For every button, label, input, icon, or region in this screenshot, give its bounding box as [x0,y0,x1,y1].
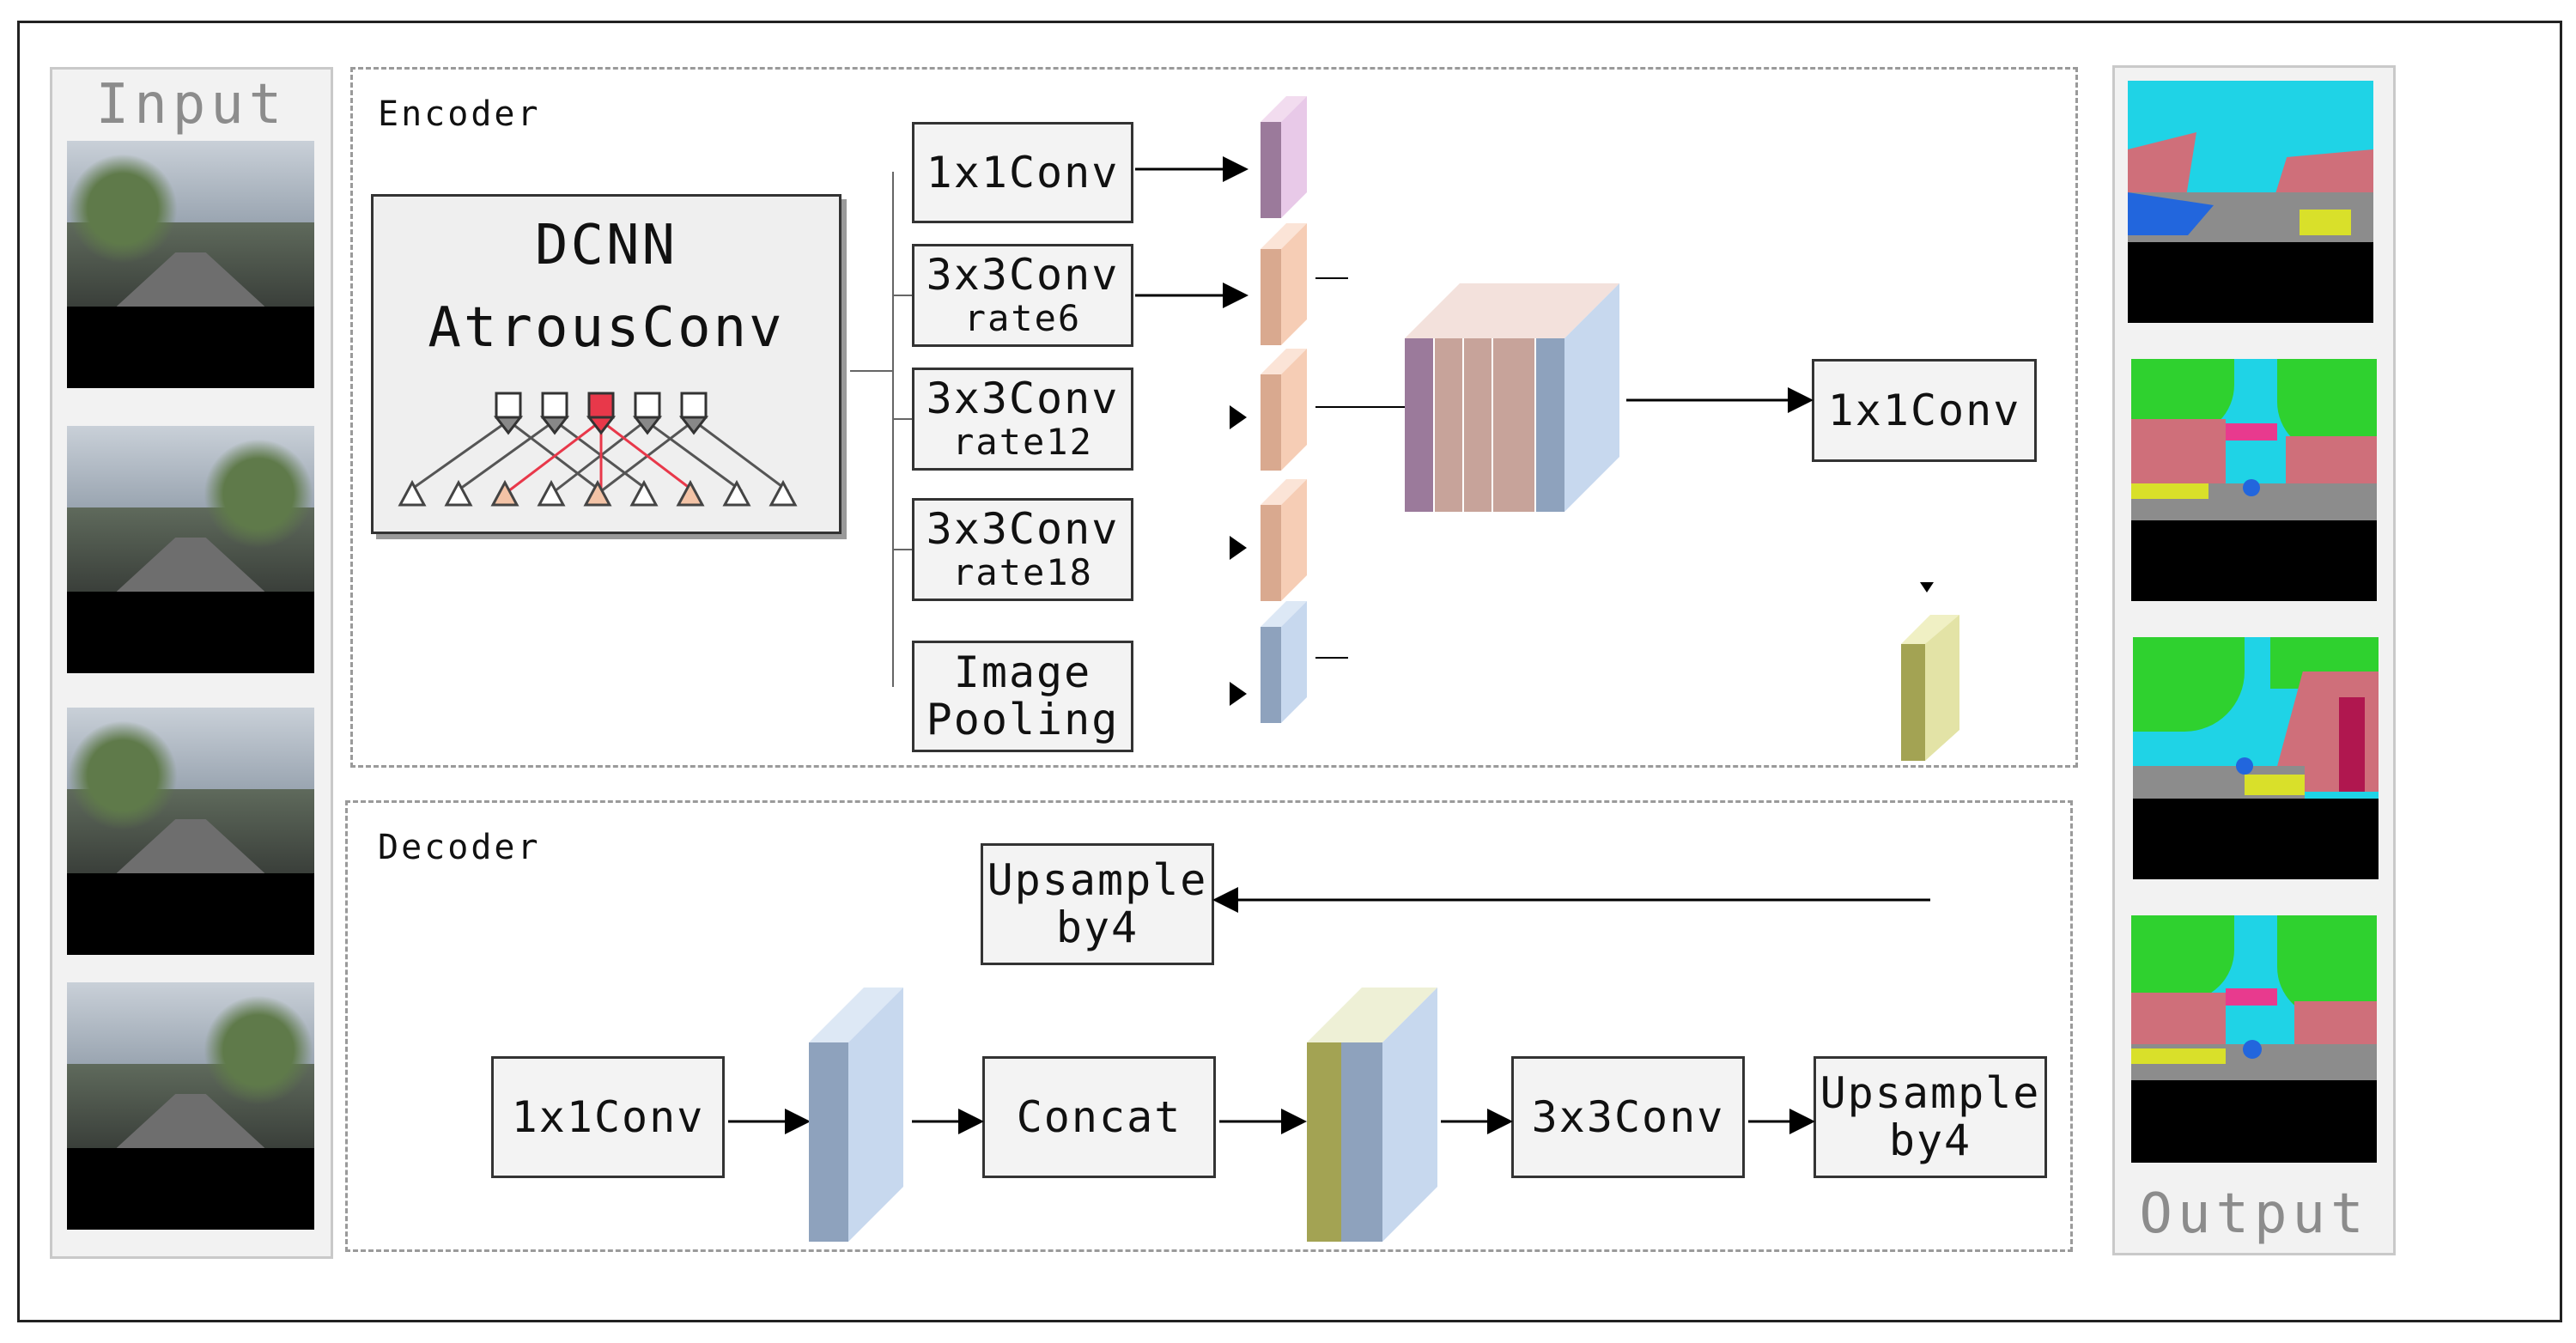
low-level-feature-block [809,988,903,1242]
encoder-label: Encoder [378,94,541,134]
atrous-input-nodes [398,479,798,507]
branch-rate18-label: rate18 [952,551,1093,594]
branch-rate12-label: rate12 [952,421,1093,464]
encoder-region [350,67,2078,768]
concat-label: Concat [1016,1091,1182,1142]
branch-feature-map-1x1 [1261,96,1307,218]
by4-output-label: by4 [1888,1115,1972,1165]
atrous-output-nodes [495,392,708,419]
decoder-label: Decoder [378,828,541,867]
branch-bracket [850,172,912,687]
branch-1x1conv-box: 1x1Conv [912,122,1133,223]
branch-1x1conv-label: 1x1Conv [926,147,1120,198]
branch-rate6-label: rate6 [963,297,1082,340]
output-panel-title: Output [2139,1182,2369,1246]
input-image [67,141,314,388]
branch-image-label: Image [953,647,1092,697]
branch-3x3conv-rate6-box: 3x3Conv rate6 [912,244,1133,347]
by4-label: by4 [1055,902,1139,952]
branch-feature-map-rate12 [1261,349,1307,471]
figure-frame [17,21,2562,1322]
dcnn-title: DCNN [534,214,678,277]
branch-pooling-label: Pooling [926,695,1120,744]
upsample-by4-output-box: Upsample by4 [1814,1056,2047,1178]
concatenated-decoder-block [1307,988,1437,1242]
branch-3x3conv-label: 3x3Conv [926,504,1120,555]
decoder-3x3conv-box: 3x3Conv [1511,1056,1745,1178]
encoder-output-1x1conv-box: 1x1Conv [1812,359,2037,462]
branch-feature-map-rate6 [1261,223,1307,345]
branch-feature-map-rate18 [1261,479,1307,601]
encoder-output-arrowhead [1920,582,1934,592]
concatenated-feature-block [1405,283,1619,512]
decoder-3x3conv-label: 3x3Conv [1531,1091,1725,1142]
branch-3x3conv-label: 3x3Conv [926,374,1120,424]
upsample-label: Upsample [987,855,1208,905]
encoder-output-feature-map [1901,615,1959,761]
decoder-1x1conv-label: 1x1Conv [511,1091,705,1142]
branch-arrows [1135,156,1249,308]
branch-3x3conv-label: 3x3Conv [926,250,1120,301]
branch-3x3conv-rate18-box: 3x3Conv rate18 [912,498,1133,601]
input-image [67,426,314,673]
atrous-convolution-illustration [398,392,798,507]
branch-3x3conv-rate12-box: 3x3Conv rate12 [912,368,1133,471]
branch-arrowheads [1230,405,1247,706]
atrous-conv-title: AtrousConv [428,296,785,360]
dcnn-atrous-box: DCNN AtrousConv [371,194,841,534]
input-image [67,708,314,955]
output-segmentation-map [2133,637,2379,879]
branch-feature-map-pooling [1261,601,1307,723]
branch-image-pooling-box: Image Pooling [912,641,1133,752]
slice-ticks [1315,277,1408,659]
input-image [67,982,314,1230]
upsample-output-label: Upsample [1820,1068,2041,1118]
output-segmentation-map [2128,81,2373,323]
encoder-output-1x1conv-label: 1x1Conv [1827,385,2021,435]
concat-box: Concat [982,1056,1216,1178]
input-panel-title: Input [95,73,288,137]
decoder-1x1conv-box: 1x1Conv [491,1056,725,1178]
decoder-region [345,800,2073,1252]
output-segmentation-map [2131,915,2377,1163]
output-segmentation-map [2131,359,2377,601]
